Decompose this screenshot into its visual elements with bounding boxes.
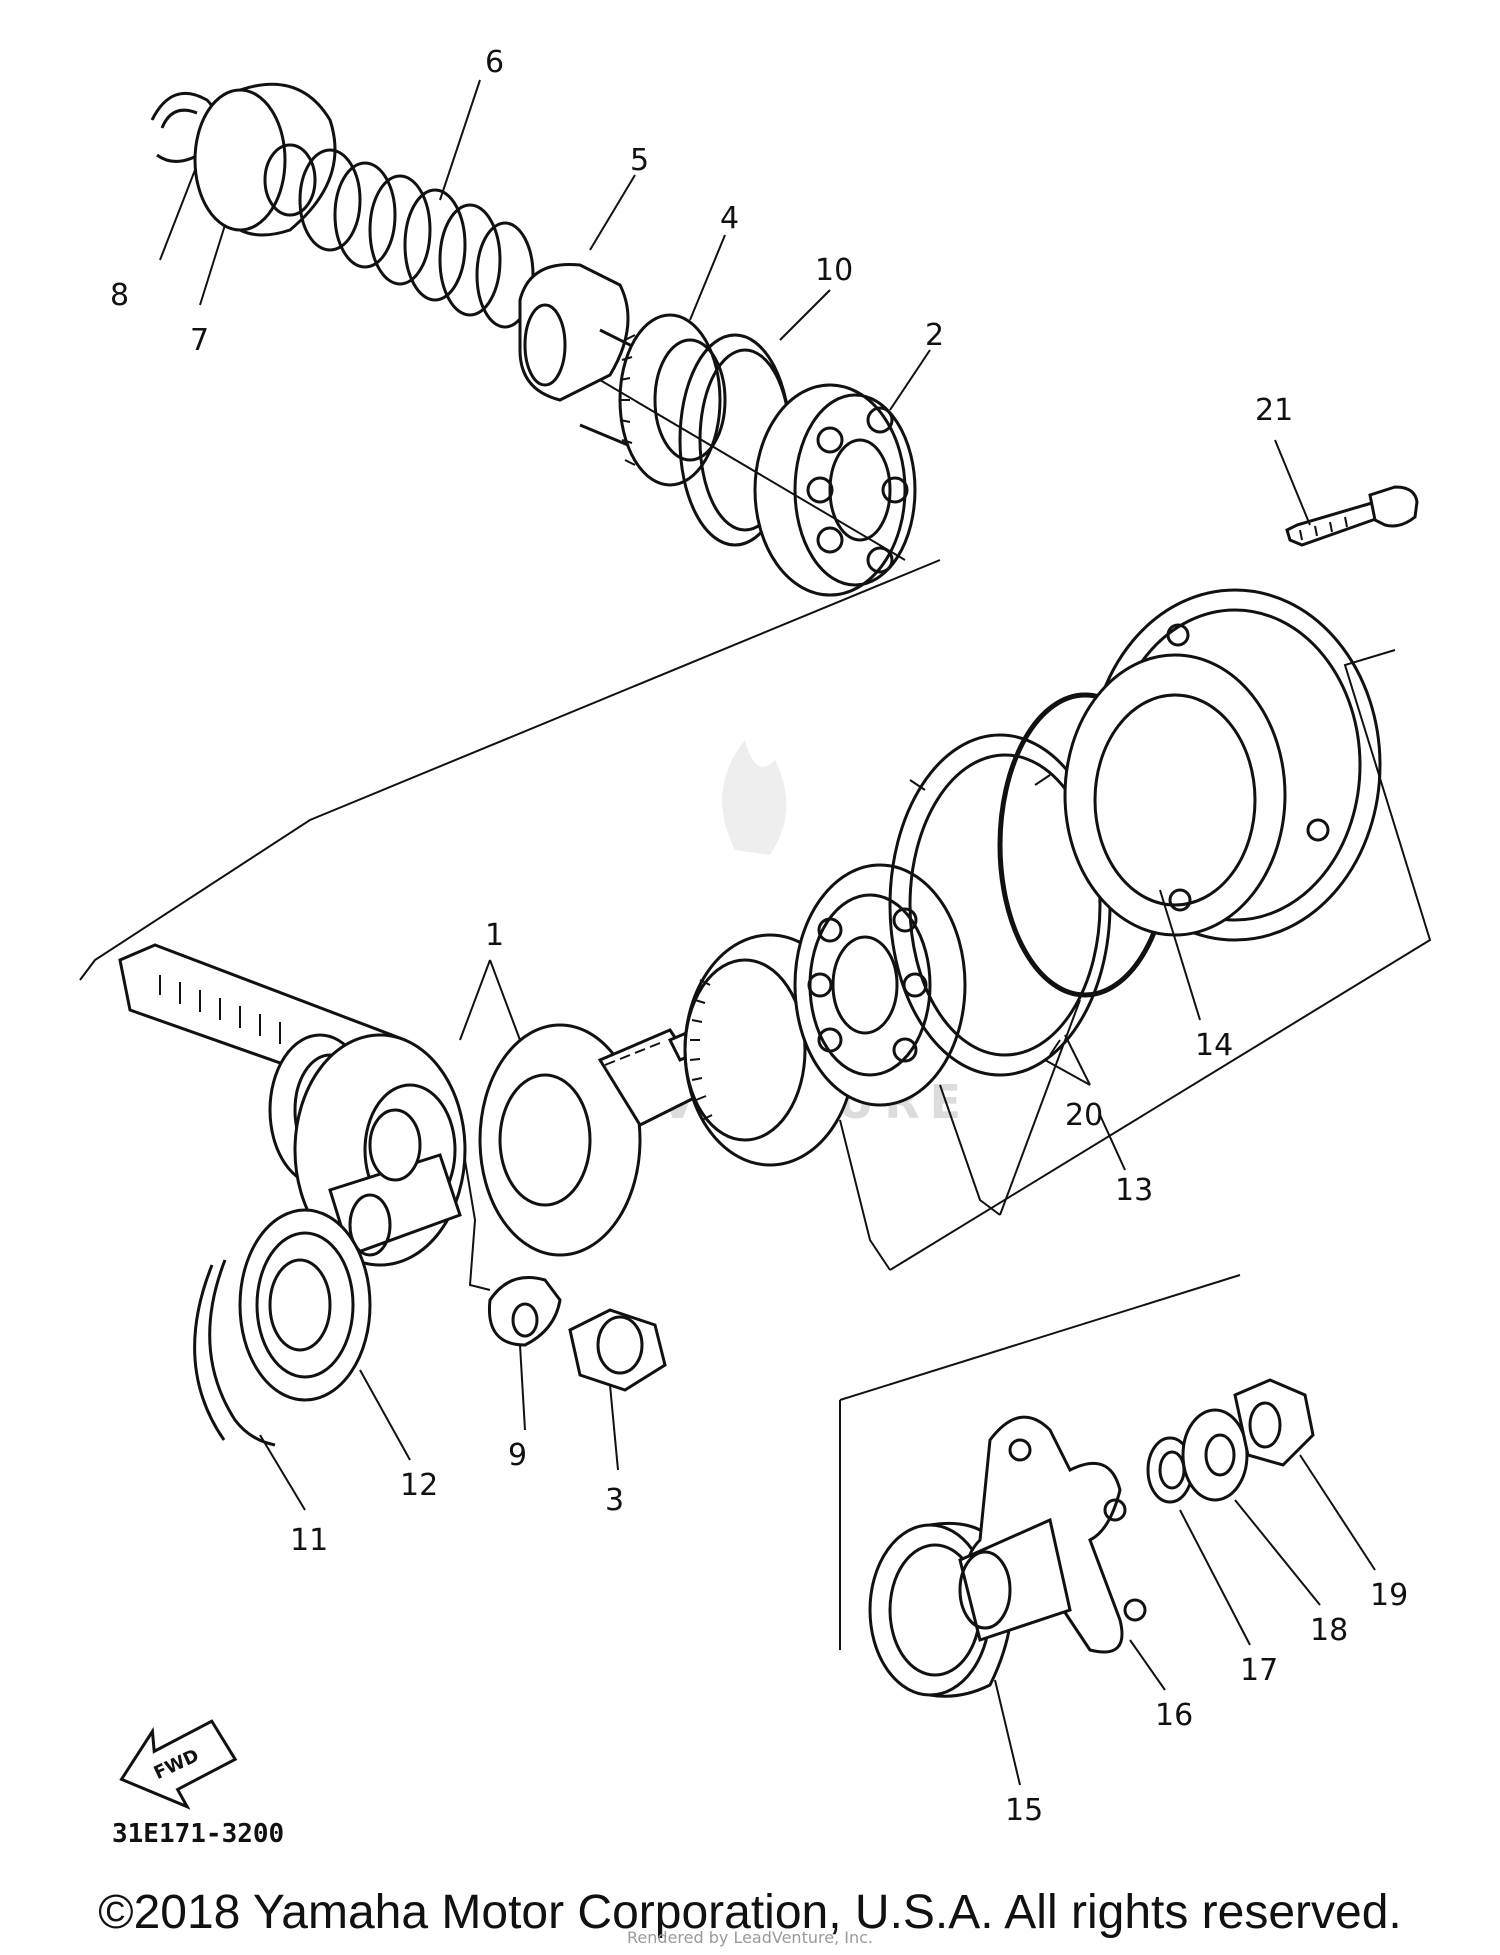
label-part-10: 10 [815, 253, 853, 288]
label-part-12: 12 [400, 1468, 438, 1503]
label-part-15: 15 [1005, 1793, 1043, 1828]
label-part-5: 5 [630, 143, 649, 178]
label-part-9: 9 [508, 1438, 527, 1473]
label-part-20: 20 [1065, 1098, 1103, 1133]
part-2-bearing [753, 383, 917, 597]
part-21-bolt [1285, 485, 1419, 547]
part-20-shim [888, 733, 1112, 1077]
label-part-17: 17 [1240, 1653, 1278, 1688]
output-flange-assembly [839, 1274, 1315, 1698]
label-part-3: 3 [605, 1483, 624, 1518]
part-9-lock-washer [487, 1276, 562, 1347]
label-part-16: 16 [1155, 1698, 1193, 1733]
label-part-18: 18 [1310, 1613, 1348, 1648]
label-part-14: 14 [1195, 1028, 1233, 1063]
label-part-6: 6 [485, 45, 504, 80]
part-18-washer [1181, 1408, 1249, 1502]
part-5-cam [518, 262, 662, 453]
part-7-collar [193, 82, 337, 237]
fwd-arrow-icon: FWD [119, 1719, 238, 1810]
part-16-flange [958, 1415, 1147, 1654]
label-part-1: 1 [485, 918, 504, 953]
part-13-housing [1063, 588, 1382, 942]
part-1-shaft [118, 943, 753, 1267]
label-part-8: 8 [110, 278, 129, 313]
part-4-gear [618, 313, 727, 487]
main-shaft-assembly [118, 588, 1432, 1447]
part-3-nut [568, 1308, 667, 1392]
part-13-bearing [793, 863, 967, 1107]
part-12-bearing [238, 1208, 372, 1402]
copyright-notice: ©2018 Yamaha Motor Corporation, U.S.A. A… [98, 1886, 1402, 1939]
label-part-4: 4 [720, 201, 739, 236]
label-part-11: 11 [290, 1523, 328, 1558]
diagram-code: 31E171-3200 [112, 1819, 284, 1849]
label-part-19: 19 [1370, 1578, 1408, 1613]
label-part-7: 7 [190, 323, 209, 358]
rendered-by-note: Rendered by LeadVenture, Inc. [627, 1928, 873, 1947]
part-11-circlip [193, 1259, 276, 1447]
leader-lines [159, 79, 1376, 1786]
label-part-21: 21 [1255, 393, 1293, 428]
part-labels: 6 5 4 10 2 8 7 21 1 14 20 13 12 9 3 11 1… [110, 45, 1408, 1828]
part-6-spring [298, 148, 535, 329]
label-part-13: 13 [1115, 1173, 1153, 1208]
label-part-2: 2 [925, 318, 944, 353]
upper-shaft-assembly [79, 82, 941, 981]
part-19-nut [1233, 1378, 1315, 1467]
